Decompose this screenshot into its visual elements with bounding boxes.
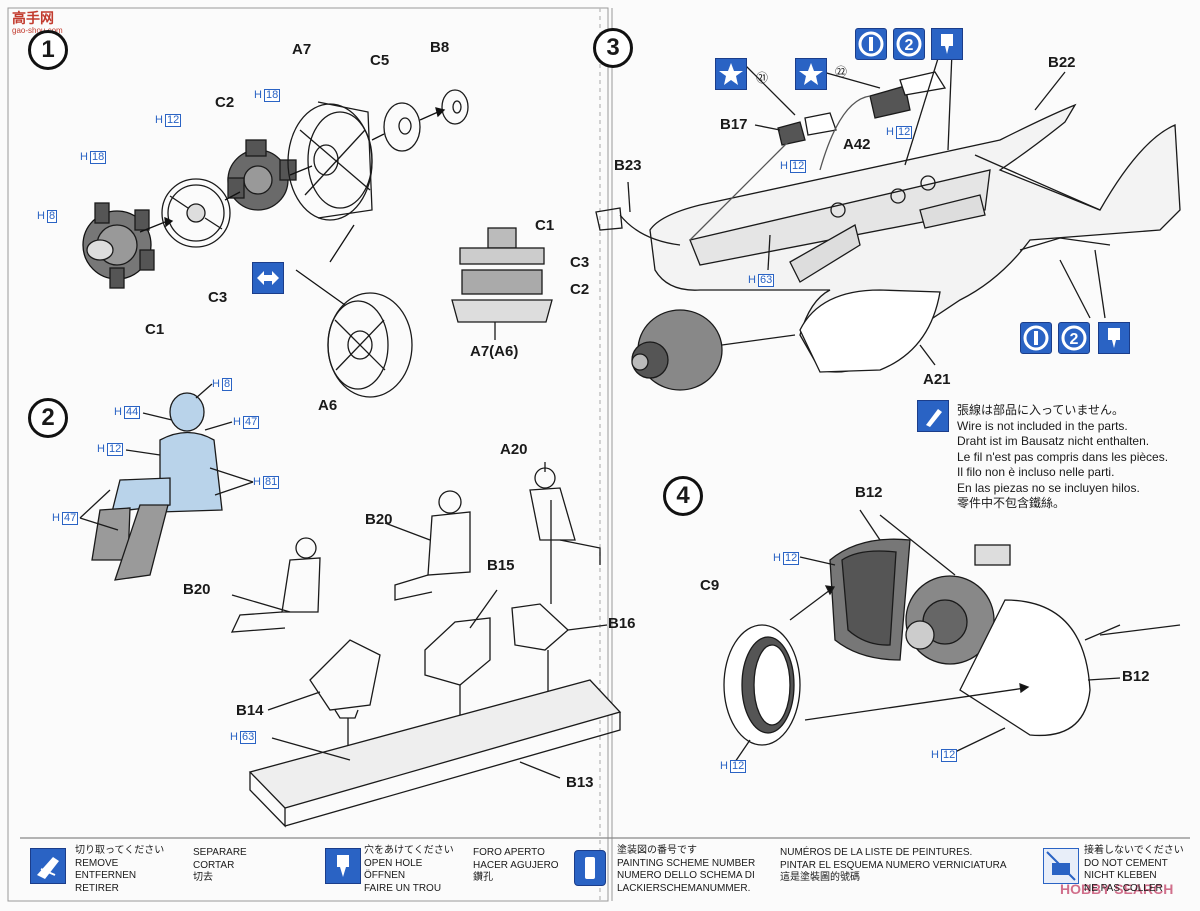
watermark-site: 高手网 bbox=[12, 10, 54, 26]
label-b22: B22 bbox=[1048, 54, 1076, 71]
decal-star-icon-1 bbox=[715, 58, 747, 90]
pilot-figure-drawing bbox=[91, 392, 223, 581]
wire-note-zh: 零件中不包含鐵絲。 bbox=[957, 496, 1066, 510]
paint-scheme-1-icon-lower bbox=[1020, 322, 1052, 354]
paint-scheme-2-icon-lower: 2 bbox=[1058, 322, 1090, 354]
step-number-1: 1 bbox=[28, 30, 68, 70]
label-b15: B15 bbox=[487, 557, 515, 574]
step-number-2: 2 bbox=[28, 398, 68, 438]
label-b23: B23 bbox=[614, 157, 642, 174]
wire-note-es: En las piezas no se incluyen hilos. bbox=[957, 480, 1140, 495]
svg-text:2: 2 bbox=[1070, 331, 1079, 348]
step-number-4: 4 bbox=[663, 476, 703, 516]
open-hole-icon-lower bbox=[1098, 322, 1130, 354]
label-b12-right: B12 bbox=[1122, 668, 1150, 685]
open-hole-icon bbox=[931, 28, 963, 60]
label-c2: C2 bbox=[215, 94, 235, 111]
paint-scheme-2-icon: 2 bbox=[893, 28, 925, 60]
label-c9: C9 bbox=[700, 577, 720, 594]
legend-painting-2: NUMÉROS DE LA LISTE DE PEINTURES.PINTAR … bbox=[780, 847, 1007, 883]
label-a7: A7 bbox=[292, 41, 312, 58]
open-hole-legend-icon bbox=[325, 848, 361, 884]
label-c3-side: C3 bbox=[570, 254, 590, 271]
alternate-parts-icon bbox=[252, 262, 284, 294]
seats-figures-drawing bbox=[230, 462, 622, 828]
wire-note-fr: Le fil n'est pas compris dans les pièces… bbox=[957, 449, 1169, 464]
label-a20: A20 bbox=[500, 441, 528, 458]
label-b16: B16 bbox=[608, 615, 636, 632]
label-b20-mid: B20 bbox=[365, 511, 393, 528]
label-b12-top: B12 bbox=[855, 484, 883, 501]
wire-note-en: Wire is not included in the parts. bbox=[957, 418, 1128, 433]
wire-note-icon bbox=[917, 400, 949, 432]
ring-c3-drawing bbox=[161, 178, 231, 248]
label-b8: B8 bbox=[430, 39, 450, 56]
decal-star-icon-2 bbox=[795, 58, 827, 90]
remove-icon bbox=[30, 848, 66, 884]
wire-note-de: Draht ist im Bausatz nicht enthalten. bbox=[957, 434, 1150, 448]
wire-note-it: Il filo non è incluso nelle parti. bbox=[957, 465, 1115, 479]
label-b17: B17 bbox=[720, 116, 748, 133]
engine-c1-drawing bbox=[82, 202, 155, 289]
cowl-assembly-drawing bbox=[723, 509, 1181, 763]
label-c1-side: C1 bbox=[535, 217, 555, 234]
wire-note: 張線は部品に入っていません。 Wire is not included in t… bbox=[957, 403, 1168, 512]
label-a42: A42 bbox=[843, 136, 871, 153]
side-view-drawing bbox=[451, 227, 553, 340]
label-c1: C1 bbox=[145, 321, 165, 338]
watermark-url: gao-shou.com bbox=[12, 26, 63, 35]
fuselage-drawing bbox=[595, 51, 1181, 391]
svg-text:2: 2 bbox=[905, 37, 914, 54]
label-b13: B13 bbox=[566, 774, 594, 791]
paint-scheme-1-icon bbox=[855, 28, 887, 60]
part-c5-b8-drawing bbox=[383, 89, 469, 152]
engine-c2-drawing bbox=[227, 139, 297, 211]
label-a7a6: A7(A6) bbox=[470, 343, 519, 360]
cowling-a6-drawing bbox=[327, 292, 413, 398]
decal-22: ㉒ bbox=[835, 65, 848, 79]
label-b20-left: B20 bbox=[183, 581, 211, 598]
pilot-leaders bbox=[79, 383, 254, 531]
step-number-3: 3 bbox=[593, 28, 633, 68]
label-c5: C5 bbox=[370, 52, 390, 69]
no-cement-icon bbox=[1043, 848, 1079, 884]
cowling-a7-drawing bbox=[287, 101, 373, 221]
watermark-brand: HOBBY SEARCH bbox=[1060, 881, 1174, 897]
label-a6: A6 bbox=[318, 397, 338, 414]
label-c3: C3 bbox=[208, 289, 228, 306]
painting-scheme-icon bbox=[574, 850, 606, 886]
label-c2-side: C2 bbox=[570, 281, 590, 298]
label-a21: A21 bbox=[923, 371, 951, 388]
wire-note-ja: 張線は部品に入っていません。 bbox=[957, 403, 1125, 417]
decal-21: ㉑ bbox=[756, 71, 769, 85]
label-b14: B14 bbox=[236, 702, 264, 719]
